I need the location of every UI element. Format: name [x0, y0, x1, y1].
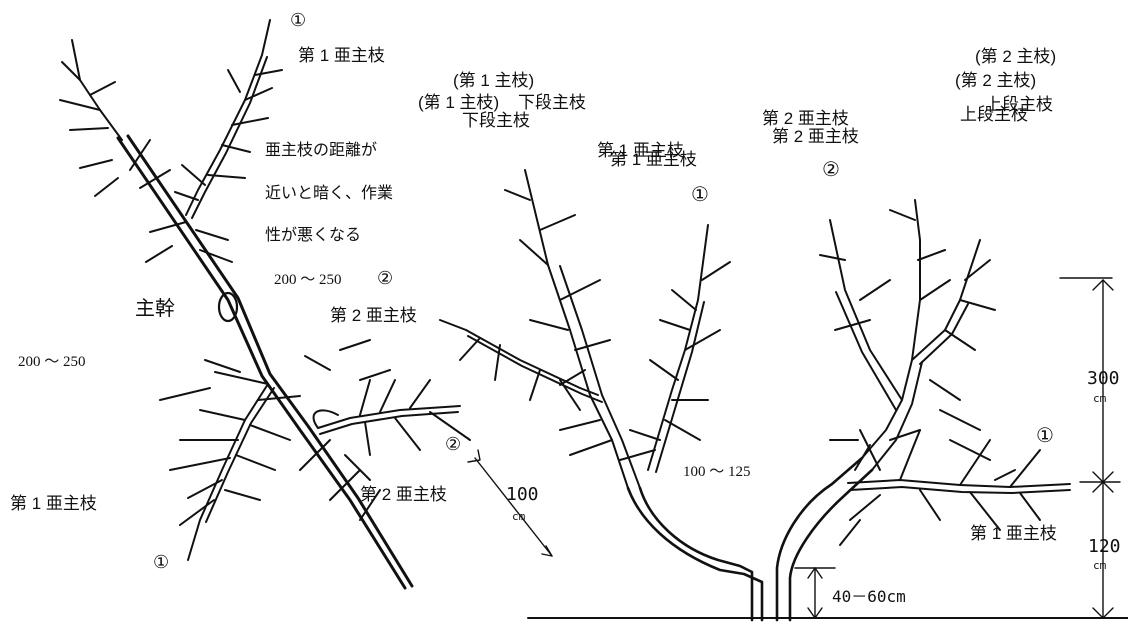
marker-first-sub: ① [691, 184, 709, 206]
distance-left: 200 ～ 250 [18, 354, 86, 370]
marker-left-mid: ② [377, 268, 394, 288]
distance-mid: 100 ～ 125 [683, 464, 751, 480]
marker-right: ① [1036, 425, 1054, 447]
upper-main-a-line1: (第 2 主枝) [975, 47, 1057, 66]
upper-main-b-line2: 上段主枝 [960, 105, 1028, 124]
dim-100-unit: cm [512, 510, 526, 523]
note-line-1: 亜主枝の距離が [265, 142, 378, 159]
first-sub-b: 第 1 亜主枝 [610, 150, 697, 169]
trunk-knot [217, 291, 239, 323]
left-tree-trunk [116, 134, 414, 590]
left-tree-branches [59, 19, 471, 561]
dim-40-60: 40－60cm [832, 587, 906, 606]
upper-main-a-line2: 上段主枝 [985, 95, 1053, 114]
dim-300-unit: cm [1093, 392, 1107, 405]
right-tree-trunk [626, 456, 874, 622]
marker-left-top: ① [290, 10, 307, 30]
first-sub-right: 第 1 亜主枝 [970, 524, 1057, 543]
marker-left-lower: ② [445, 434, 462, 454]
label-first-sub-bottom: 第 1 亜主枝 [10, 494, 97, 513]
lower-main-b-line1: (第 1 主枝) [418, 93, 500, 112]
label-trunk: 主幹 [135, 298, 175, 320]
note-line-3: 性が悪くなる [265, 227, 362, 244]
dim-120: 120 [1088, 536, 1121, 557]
label-second-sub-bottom: 第 2 亜主枝 [360, 485, 447, 504]
second-sub-b: 第 2 亜主枝 [772, 127, 859, 146]
right-tree-branches [439, 169, 1071, 546]
first-sub-a: 第 1 亜主枝 [597, 141, 684, 160]
marker-second-sub: ② [822, 159, 840, 181]
label-first-sub-top: 第 1 亜主枝 [298, 46, 385, 65]
marker-left-bottom: ① [153, 552, 170, 572]
dimension-lines [467, 277, 1128, 619]
upper-main-b-line1: (第 2 主枝) [955, 71, 1037, 90]
lower-main-b-line2: 下段主枝 [462, 111, 530, 130]
dim-300: 300 [1087, 368, 1120, 389]
second-sub-a: 第 2 亜主枝 [762, 109, 849, 128]
distance-upper: 200 ～ 250 [274, 272, 342, 288]
lower-main-a-line2: 下段主枝 [518, 93, 586, 112]
dim-120-unit: cm [1093, 559, 1107, 572]
lower-main-a-line1: (第 1 主枝) [453, 71, 535, 90]
note-line-2: 近いと暗く、作業 [265, 185, 394, 202]
label-second-sub-mid: 第 2 亜主枝 [330, 306, 417, 325]
dim-100: 100 [506, 484, 539, 505]
